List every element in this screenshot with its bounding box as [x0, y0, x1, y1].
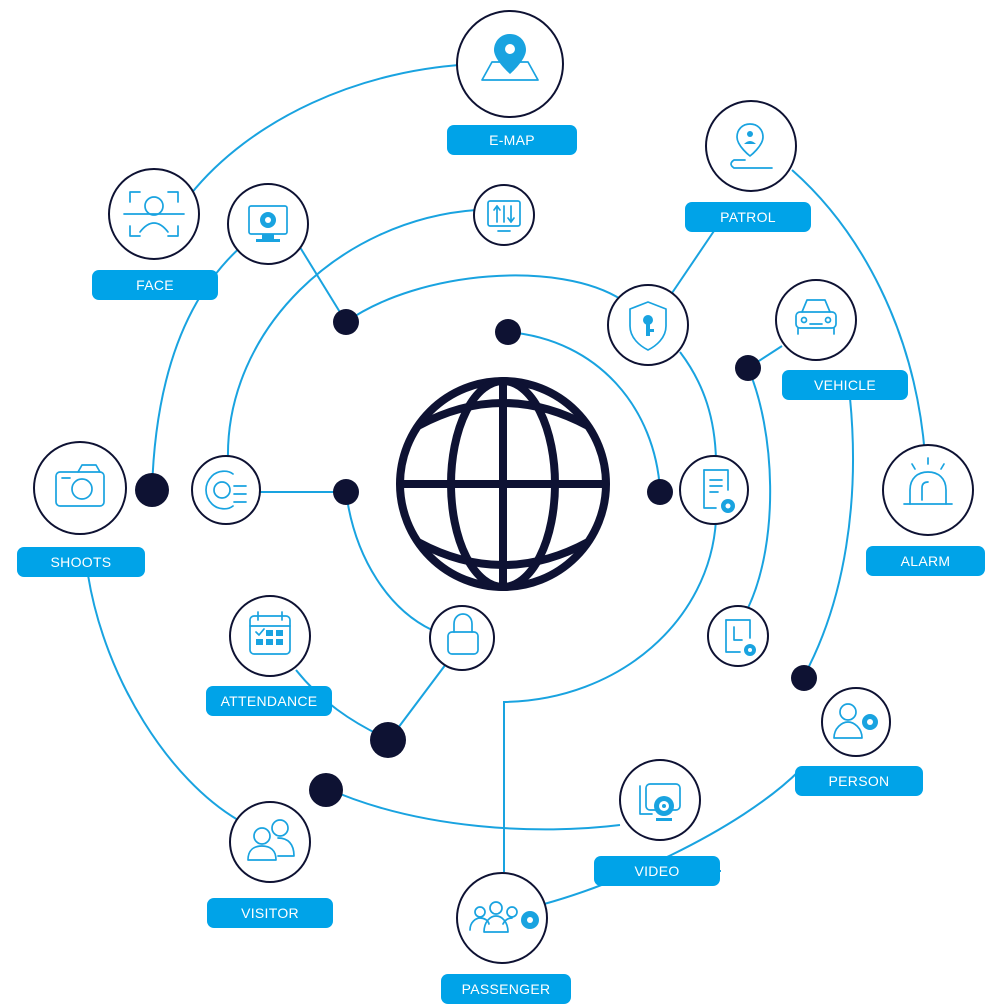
junction-dot: [333, 479, 359, 505]
shoots-node[interactable]: [33, 441, 127, 535]
calendar-icon: [249, 611, 291, 655]
shield-key-node[interactable]: [607, 284, 689, 366]
link-top-dot-doc-dot: [507, 331, 661, 491]
link-patrol-alarm: [791, 169, 926, 456]
link-dot-lock: [345, 491, 433, 631]
emap-node[interactable]: [456, 10, 564, 118]
label-shoots[interactable]: SHOOTS: [17, 547, 145, 577]
label-alarm[interactable]: ALARM: [866, 546, 985, 576]
document-gear-icon: [703, 469, 735, 513]
person-node[interactable]: [821, 687, 891, 757]
link-doc-passenger: [503, 519, 717, 872]
monitor-gear-node[interactable]: [227, 183, 309, 265]
video-node[interactable]: [619, 759, 701, 841]
junction-dot: [791, 665, 817, 691]
link-monitor-dot: [297, 243, 347, 323]
face-scan-icon: [123, 191, 185, 237]
clock-document-node[interactable]: [707, 605, 769, 667]
vehicle-node[interactable]: [775, 279, 857, 361]
link-monitor-shoots-dot: [151, 243, 245, 491]
junction-dot: [735, 355, 761, 381]
globe-icon: [396, 377, 610, 591]
junction-dot: [309, 773, 343, 807]
label-patrol[interactable]: PATROL: [685, 202, 811, 232]
face-node[interactable]: [108, 168, 200, 260]
label-person[interactable]: PERSON: [795, 766, 923, 796]
junction-dot: [135, 473, 169, 507]
alarm-node[interactable]: [882, 444, 974, 536]
link-shoots-visitor: [87, 574, 239, 821]
link-dot-shield: [345, 274, 623, 323]
monitor-transfer-icon: [487, 200, 521, 232]
junction-dots: [135, 309, 817, 807]
gear-settings-icon: [205, 470, 247, 510]
visitors-icon: [247, 819, 295, 861]
clock-document-icon: [725, 619, 756, 656]
link-emap-face: [189, 63, 479, 196]
shield-key-icon: [629, 301, 667, 351]
document-gear-node[interactable]: [679, 455, 749, 525]
label-visitor[interactable]: VISITOR: [207, 898, 333, 928]
link-vehicle-dot-clock: [747, 367, 772, 609]
link-shield-doc: [679, 351, 717, 461]
visitor-node[interactable]: [229, 801, 311, 883]
link-video-person: [519, 769, 801, 911]
label-video[interactable]: VIDEO: [594, 856, 720, 886]
alarm-light-icon: [903, 457, 953, 505]
padlock-icon: [447, 613, 479, 655]
label-face[interactable]: FACE: [92, 270, 218, 300]
attendance-node[interactable]: [229, 595, 311, 677]
monitor-transfer-node[interactable]: [473, 184, 535, 246]
junction-dot: [647, 479, 673, 505]
map-pin-icon: [481, 34, 539, 81]
car-icon: [795, 299, 837, 335]
junction-dot: [333, 309, 359, 335]
monitor-gear-icon: [248, 205, 288, 242]
label-vehicle[interactable]: VEHICLE: [782, 370, 908, 400]
link-transfer-gear: [226, 209, 477, 461]
label-attendance[interactable]: ATTENDANCE: [206, 686, 332, 716]
passenger-group-icon: [469, 901, 539, 933]
patrol-node[interactable]: [705, 100, 797, 192]
junction-dot: [495, 319, 521, 345]
label-emap[interactable]: E-MAP: [447, 125, 577, 155]
link-lock-dot: [391, 663, 447, 737]
padlock-node[interactable]: [429, 605, 495, 671]
link-patrol-shield: [669, 227, 717, 297]
person-gear-icon: [833, 703, 878, 739]
link-vehicle-person-dot: [803, 397, 854, 677]
camera-icon: [55, 464, 105, 507]
link-dot-video: [325, 787, 621, 831]
passenger-node[interactable]: [456, 872, 548, 964]
junction-dot: [370, 722, 406, 758]
connection-lines: [87, 63, 926, 911]
gear-settings-node[interactable]: [191, 455, 261, 525]
patrol-location-icon: [730, 123, 773, 169]
label-passenger[interactable]: PASSENGER: [441, 974, 571, 1004]
webcam-icon: [639, 783, 681, 821]
